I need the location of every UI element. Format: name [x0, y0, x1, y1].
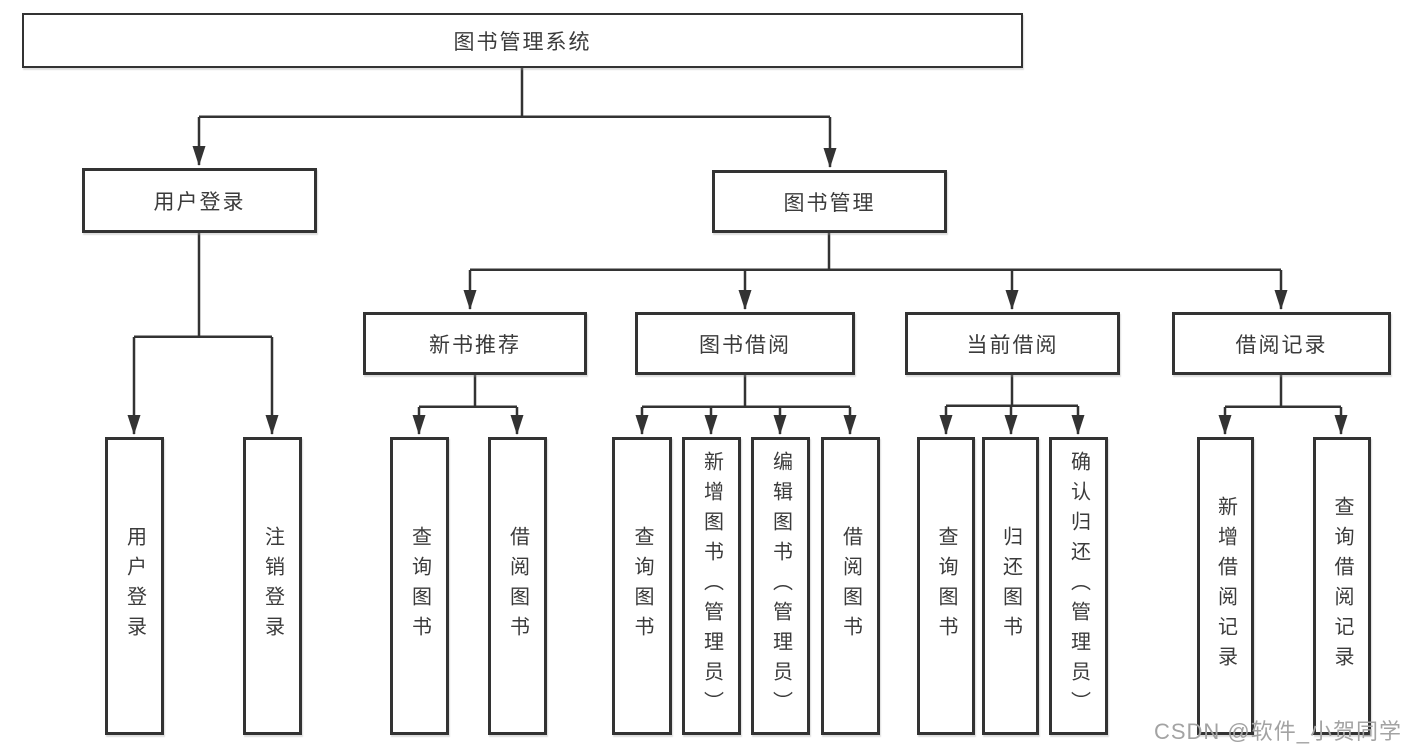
leaf-query-books-current: 查询图书	[917, 437, 975, 735]
leaf-logout-label: 注销登录	[261, 526, 284, 646]
leaf-confirm-return-admin-label: 确认归还（管理员）	[1067, 451, 1090, 721]
leaf-borrow-books-newbook: 借阅图书	[488, 437, 547, 735]
leaf-edit-book-admin: 编辑图书（管理员）	[751, 437, 810, 735]
leaf-query-books-borrow-label: 查询图书	[631, 526, 653, 646]
leaf-query-books-newbook-label: 查询图书	[408, 526, 431, 646]
leaf-add-borrow-record: 新增借阅记录	[1197, 437, 1254, 735]
leaf-user-login: 用户登录	[105, 437, 164, 735]
leaf-query-books-newbook: 查询图书	[390, 437, 449, 735]
node-new-book-recommend-label: 新书推荐	[429, 333, 521, 357]
leaf-return-book-label: 归还图书	[999, 526, 1022, 646]
watermark: CSDN @软件_小贺同学	[1153, 719, 1402, 744]
leaf-query-books-borrow: 查询图书	[612, 437, 672, 735]
leaf-query-books-current-label: 查询图书	[935, 526, 957, 646]
leaf-query-borrow-record-label: 查询借阅记录	[1331, 496, 1353, 676]
node-new-book-recommend: 新书推荐	[363, 312, 587, 375]
leaf-user-login-label: 用户登录	[123, 526, 146, 646]
node-library-system: 图书管理系统	[22, 13, 1023, 68]
node-borrow-records-label: 借阅记录	[1235, 333, 1328, 357]
leaf-borrow-books-borrow-label: 借阅图书	[839, 526, 862, 646]
leaf-borrow-books-newbook-label: 借阅图书	[506, 526, 529, 646]
node-book-management-label: 图书管理	[783, 191, 876, 215]
leaf-borrow-books-borrow: 借阅图书	[821, 437, 880, 735]
node-book-management: 图书管理	[712, 170, 947, 233]
leaf-add-borrow-record-label: 新增借阅记录	[1214, 496, 1237, 676]
leaf-return-book: 归还图书	[982, 437, 1039, 735]
node-current-borrowing-label: 当前借阅	[966, 333, 1059, 357]
leaf-query-borrow-record: 查询借阅记录	[1313, 437, 1371, 735]
leaf-add-book-admin: 新增图书（管理员）	[682, 437, 741, 735]
node-user-login: 用户登录	[82, 168, 317, 233]
node-current-borrowing: 当前借阅	[905, 312, 1120, 375]
node-library-system-label: 图书管理系统	[453, 30, 592, 54]
leaf-logout: 注销登录	[243, 437, 302, 735]
node-book-borrowing: 图书借阅	[635, 312, 855, 375]
node-borrow-records: 借阅记录	[1172, 312, 1391, 375]
node-user-login-label: 用户登录	[153, 190, 246, 214]
leaf-confirm-return-admin: 确认归还（管理员）	[1049, 437, 1108, 735]
node-book-borrowing-label: 图书借阅	[699, 333, 791, 357]
leaf-add-book-admin-label: 新增图书（管理员）	[700, 451, 723, 721]
leaf-edit-book-admin-label: 编辑图书（管理员）	[769, 451, 792, 721]
